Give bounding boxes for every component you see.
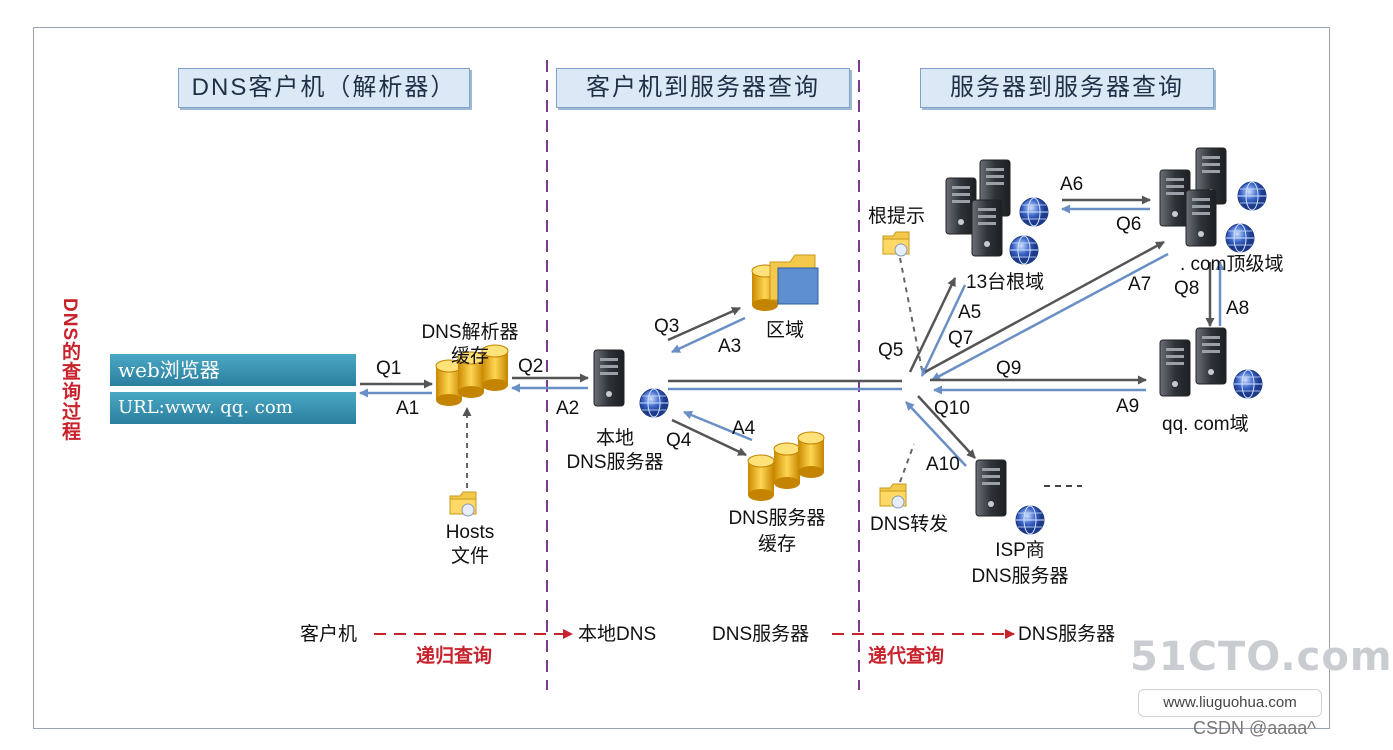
isp-label-1: ISP商 bbox=[995, 540, 1045, 561]
hosts-label-1: Hosts bbox=[445, 522, 495, 543]
tld-servers-icon bbox=[1159, 147, 1267, 253]
label-a5: A5 bbox=[958, 302, 982, 323]
forward-dashed bbox=[899, 443, 915, 483]
label-q9: Q9 bbox=[996, 358, 1022, 379]
local-dns-globe-icon bbox=[639, 388, 669, 418]
qq-label: qq. com域 bbox=[1162, 414, 1249, 435]
arrow-a3 bbox=[671, 316, 746, 354]
local-dns-label-2: DNS服务器 bbox=[566, 452, 664, 473]
arrow-q3 bbox=[667, 306, 741, 342]
bottom-dns-server-1: DNS服务器 bbox=[712, 624, 810, 645]
root-hints-folder-icon bbox=[882, 231, 910, 257]
label-q8: Q8 bbox=[1174, 278, 1200, 299]
isp-server-icon bbox=[975, 459, 1007, 517]
dns-forward-folder-icon bbox=[879, 483, 907, 509]
server-cache-label-2: 缓存 bbox=[757, 534, 796, 555]
arrow-q5 bbox=[908, 277, 957, 373]
arrow-a4 bbox=[683, 410, 753, 442]
label-q10: Q10 bbox=[934, 398, 970, 419]
label-q3: Q3 bbox=[654, 316, 680, 337]
label-q4: Q4 bbox=[666, 430, 692, 451]
label-a10: A10 bbox=[926, 454, 960, 475]
watermark-csdn: CSDN @aaaa^ bbox=[1193, 718, 1316, 738]
qq-servers-icon bbox=[1159, 327, 1263, 399]
bottom-iterative: 递代查询 bbox=[868, 646, 945, 667]
arrow-q10 bbox=[917, 395, 976, 459]
label-q6: Q6 bbox=[1116, 214, 1142, 235]
isp-globe-icon bbox=[1015, 505, 1045, 535]
hosts-folder-icon bbox=[449, 491, 477, 517]
label-q1: Q1 bbox=[376, 358, 402, 379]
label-q2: Q2 bbox=[518, 356, 544, 377]
zone-icon bbox=[751, 254, 819, 312]
watermark-blog-url: www.liuguohua.com bbox=[1138, 689, 1322, 717]
local-dns-label-1: 本地 bbox=[595, 428, 634, 449]
bottom-recursive: 递归查询 bbox=[416, 646, 493, 667]
resolver-cache-label-1: DNS解析器 bbox=[421, 322, 519, 343]
label-a4: A4 bbox=[732, 418, 756, 439]
bottom-local-dns: 本地DNS bbox=[578, 624, 657, 645]
isp-label-2: DNS服务器 bbox=[971, 566, 1069, 587]
label-a1: A1 bbox=[396, 398, 420, 419]
label-q7: Q7 bbox=[948, 328, 974, 349]
hosts-label-2: 文件 bbox=[450, 546, 489, 567]
header-server-to-server: 服务器到服务器查询 bbox=[920, 68, 1214, 108]
bottom-client: 客户机 bbox=[300, 624, 358, 645]
resolver-cache-label-2: 缓存 bbox=[450, 346, 489, 367]
server-cache-label-1: DNS服务器 bbox=[728, 508, 826, 529]
root-hints-label: 根提示 bbox=[868, 206, 926, 227]
arrow-q7 bbox=[924, 240, 1165, 374]
label-a7: A7 bbox=[1128, 274, 1152, 295]
label-a3: A3 bbox=[718, 336, 742, 357]
dns-forward-label: DNS转发 bbox=[870, 514, 949, 535]
root-label: 13台根域 bbox=[966, 272, 1045, 293]
watermark-site: 51CTO.com bbox=[1130, 634, 1393, 680]
label-q5: Q5 bbox=[878, 340, 904, 361]
label-a8: A8 bbox=[1226, 298, 1250, 319]
label-a2: A2 bbox=[556, 398, 580, 419]
browser-url: URL:www. qq. com bbox=[110, 392, 356, 424]
arrow-q4 bbox=[671, 418, 747, 457]
zone-label: 区域 bbox=[766, 320, 805, 341]
arrow-a10 bbox=[905, 401, 967, 467]
local-dns-server-icon bbox=[593, 349, 625, 407]
arrow-a5 bbox=[920, 284, 967, 377]
tld-label: . com顶级域 bbox=[1180, 254, 1284, 275]
label-a6: A6 bbox=[1060, 174, 1084, 195]
header-client-to-server: 客户机到服务器查询 bbox=[556, 68, 850, 108]
side-label: DNS的查询过程 bbox=[59, 298, 80, 442]
server-cache-icon bbox=[747, 431, 825, 502]
browser-title: web浏览器 bbox=[110, 354, 356, 386]
arrow-a7 bbox=[931, 252, 1169, 382]
bottom-dns-server-2: DNS服务器 bbox=[1018, 624, 1116, 645]
root-servers-icon bbox=[945, 159, 1049, 265]
header-client: DNS客户机（解析器） bbox=[178, 68, 470, 108]
label-a9: A9 bbox=[1116, 396, 1140, 417]
